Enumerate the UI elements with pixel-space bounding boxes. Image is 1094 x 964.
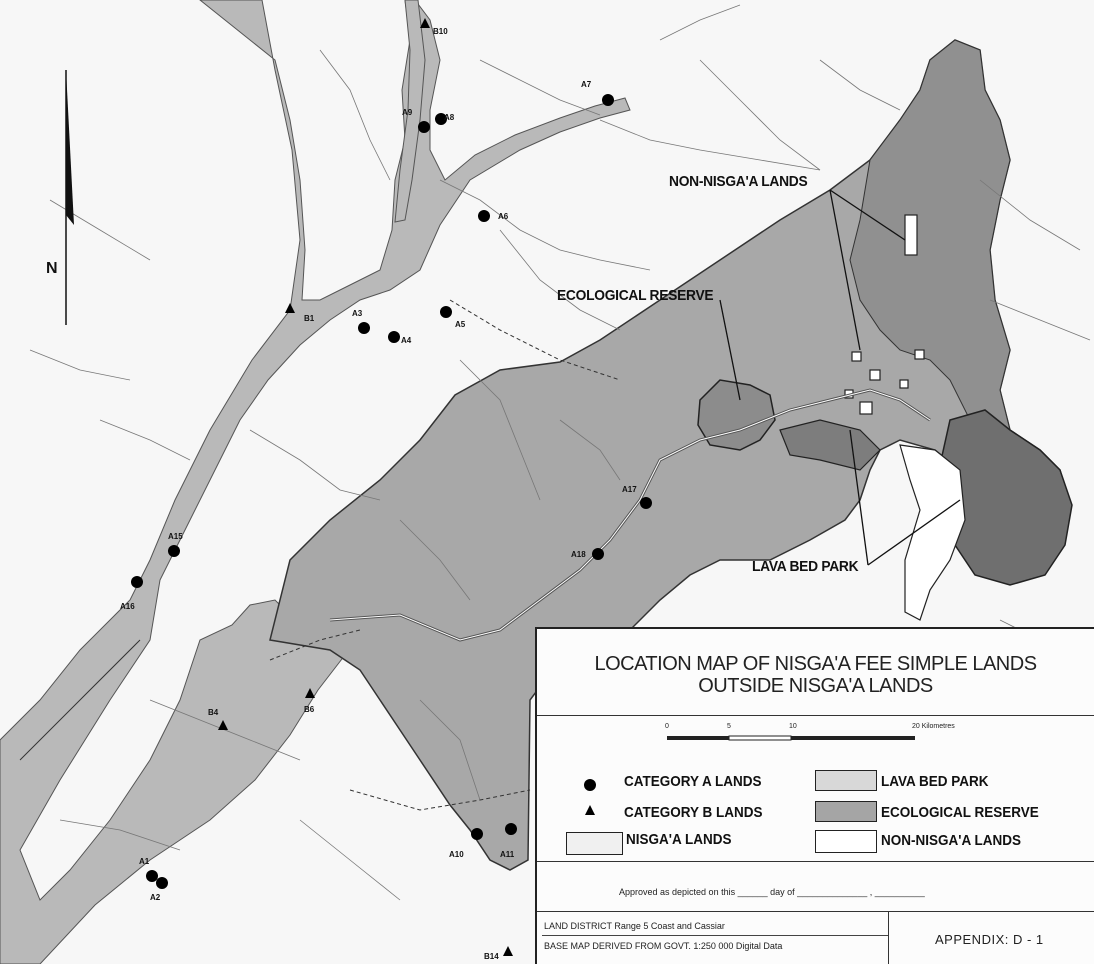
scale-label: 20 Kilometres bbox=[912, 723, 955, 730]
site-a-marker[interactable] bbox=[505, 823, 517, 835]
land-district-text: LAND DISTRICT Range 5 Coast and Cassiar bbox=[544, 921, 725, 931]
legend-divider bbox=[888, 911, 889, 964]
legend-non-nisgaa-label: NON-NISGA'A LANDS bbox=[881, 832, 1021, 849]
site-a-label: A11 bbox=[500, 850, 515, 859]
site-b-label: B6 bbox=[304, 705, 315, 714]
site-a-label: A5 bbox=[455, 320, 466, 329]
site-a-label: A2 bbox=[150, 893, 161, 902]
site-b-marker[interactable] bbox=[285, 303, 295, 313]
legend-panel: LOCATION MAP OF NISGA'A FEE SIMPLE LANDS… bbox=[535, 627, 1094, 964]
approval-text: Approved as depicted on this ______ day … bbox=[619, 887, 925, 897]
site-a-label: A18 bbox=[571, 550, 586, 559]
site-a-marker[interactable] bbox=[168, 545, 180, 557]
site-b-marker[interactable] bbox=[503, 946, 513, 956]
site-a-label: A6 bbox=[498, 212, 509, 221]
scale-bar bbox=[667, 735, 915, 741]
legend-title-line1: LOCATION MAP OF NISGA'A FEE SIMPLE LANDS bbox=[594, 653, 1037, 675]
callout-lava-bed-park: LAVA BED PARK bbox=[752, 558, 859, 575]
site-a-label: A9 bbox=[402, 108, 413, 117]
site-b-marker[interactable] bbox=[218, 720, 228, 730]
callout-non-nisgaa-lands: NON-NISGA'A LANDS bbox=[669, 173, 808, 190]
site-a-label: A16 bbox=[120, 602, 135, 611]
site-b-label: B10 bbox=[433, 27, 448, 36]
legend-title-line2: OUTSIDE NISGA'A LANDS bbox=[698, 675, 933, 697]
site-a-marker[interactable] bbox=[146, 870, 158, 882]
legend-nisgaa-label: NISGA'A LANDS bbox=[626, 831, 732, 848]
site-a-marker[interactable] bbox=[358, 322, 370, 334]
site-a-label: A4 bbox=[401, 336, 412, 345]
site-a-label: A3 bbox=[352, 309, 363, 318]
legend-lava-bed-swatch bbox=[815, 770, 877, 791]
site-a-marker[interactable] bbox=[440, 306, 452, 318]
legend-category-a-symbol bbox=[584, 779, 596, 791]
site-a-label: A15 bbox=[168, 532, 183, 541]
site-a-marker[interactable] bbox=[478, 210, 490, 222]
legend-category-b-symbol bbox=[585, 805, 595, 815]
site-a-marker[interactable] bbox=[156, 877, 168, 889]
scale-label: 10 bbox=[789, 723, 797, 730]
legend-ecological-label: ECOLOGICAL RESERVE bbox=[881, 804, 1039, 821]
site-b-marker[interactable] bbox=[305, 688, 315, 698]
site-b-marker[interactable] bbox=[420, 18, 430, 28]
site-a-marker[interactable] bbox=[640, 497, 652, 509]
legend-category-a-label: CATEGORY A LANDS bbox=[624, 773, 762, 790]
site-b-label: B4 bbox=[208, 708, 219, 717]
site-a-label: A1 bbox=[139, 857, 150, 866]
legend-nisgaa-swatch bbox=[566, 832, 623, 855]
site-a-marker[interactable] bbox=[388, 331, 400, 343]
site-a-label: A10 bbox=[449, 850, 464, 859]
legend-lava-bed-label: LAVA BED PARK bbox=[881, 773, 989, 790]
scale-label: 0 bbox=[665, 723, 669, 730]
site-a-label: A17 bbox=[622, 485, 637, 494]
ecological-reserve-area bbox=[697, 379, 776, 451]
legend-divider bbox=[537, 715, 1094, 716]
site-a-marker[interactable] bbox=[602, 94, 614, 106]
base-map-text: BASE MAP DERIVED FROM GOVT. 1:250 000 Di… bbox=[544, 941, 783, 951]
scale-label: 5 bbox=[727, 723, 731, 730]
site-a-label: A8 bbox=[444, 113, 455, 122]
site-a-marker[interactable] bbox=[131, 576, 143, 588]
legend-category-b-label: CATEGORY B LANDS bbox=[624, 804, 763, 821]
site-a-marker[interactable] bbox=[435, 113, 447, 125]
north-label: N bbox=[46, 260, 58, 277]
site-a-marker[interactable] bbox=[592, 548, 604, 560]
legend-ecological-swatch bbox=[815, 801, 877, 822]
legend-divider bbox=[537, 861, 1094, 862]
legend-divider bbox=[537, 911, 1094, 912]
legend-non-nisgaa-swatch bbox=[815, 830, 877, 853]
appendix-label: APPENDIX: D - 1 bbox=[935, 932, 1044, 947]
north-arrow bbox=[65, 70, 74, 325]
legend-divider bbox=[542, 935, 888, 936]
site-a-marker[interactable] bbox=[471, 828, 483, 840]
site-a-marker[interactable] bbox=[418, 121, 430, 133]
site-b-label: B14 bbox=[484, 952, 499, 961]
site-a-label: A7 bbox=[581, 80, 592, 89]
site-b-label: B1 bbox=[304, 314, 315, 323]
callout-ecological-reserve: ECOLOGICAL RESERVE bbox=[557, 287, 714, 304]
